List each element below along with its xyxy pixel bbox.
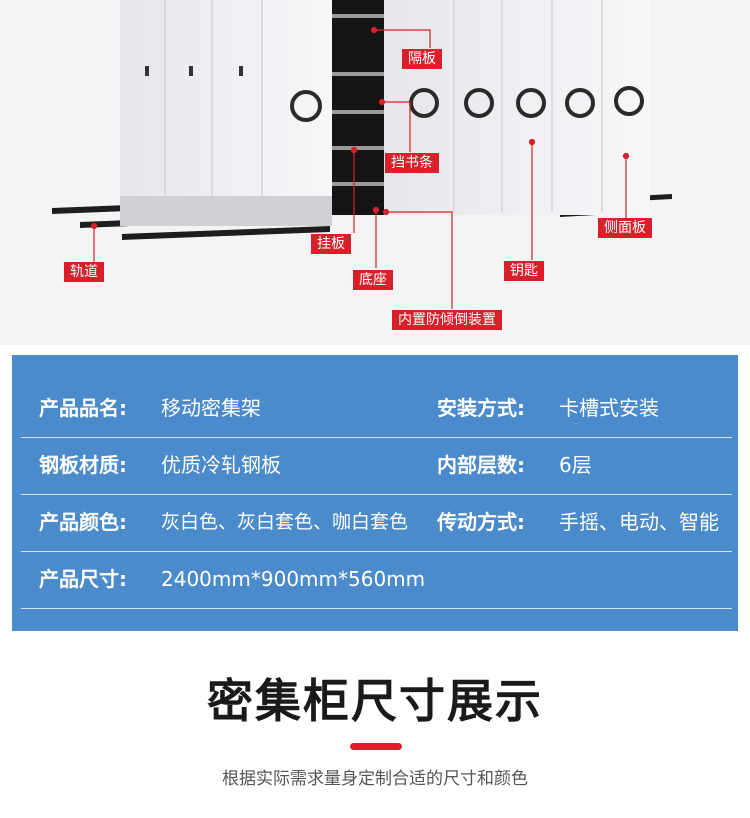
spec-table: 产品品名: 移动密集架 安装方式: 卡槽式安装 钢板材质: 优质冷轧钢板 内部层… <box>12 355 738 631</box>
spec-label-name: 产品品名: <box>39 396 127 420</box>
spec-row: 产品颜色: 灰白色、灰白套色、咖白套色 传动方式: 手摇、电动、智能 <box>21 494 732 552</box>
title-accent-bar <box>350 743 402 750</box>
mobile-shelving-drawing <box>52 0 672 309</box>
spec-label-size: 产品尺寸: <box>39 567 127 591</box>
spec-value-drive: 手摇、电动、智能 <box>559 510 719 534</box>
callout-book-stop: 挡书条 <box>385 153 439 173</box>
spec-label-color: 产品颜色: <box>39 510 127 534</box>
spec-row: 产品尺寸: 2400mm*900mm*560mm <box>21 551 732 609</box>
spec-value-layers: 6层 <box>559 453 592 477</box>
spec-value-name: 移动密集架 <box>161 396 261 420</box>
callout-base: 底座 <box>353 270 393 290</box>
callout-key: 钥匙 <box>504 261 544 281</box>
callout-side-panel: 侧面板 <box>598 218 652 238</box>
callout-hanging-plate: 挂板 <box>311 234 351 254</box>
callout-track: 轨道 <box>64 262 104 282</box>
spec-value-color: 灰白色、灰白套色、咖白套色 <box>161 511 409 533</box>
callout-shelf: 隔板 <box>402 49 442 69</box>
spec-label-drive: 传动方式: <box>437 510 525 534</box>
section-subtitle: 根据实际需求量身定制合适的尺寸和颜色 <box>222 769 528 789</box>
section-title: 密集柜尺寸展示 <box>207 674 543 728</box>
spec-row: 钢板材质: 优质冷轧钢板 内部层数: 6层 <box>21 437 732 495</box>
spec-value-material: 优质冷轧钢板 <box>161 453 281 477</box>
left-cabinet-block <box>120 0 332 226</box>
spec-value-install: 卡槽式安装 <box>559 396 659 420</box>
hand-wheels <box>290 86 644 122</box>
callout-leaders <box>90 26 630 309</box>
spec-row: 产品品名: 移动密集架 安装方式: 卡槽式安装 <box>21 380 732 438</box>
spec-label-layers: 内部层数: <box>437 453 525 477</box>
spec-label-material: 钢板材质: <box>39 453 127 477</box>
spec-value-size: 2400mm*900mm*560mm <box>161 567 426 591</box>
spec-label-install: 安装方式: <box>437 396 525 420</box>
product-illustration: 隔板 挡书条 挂板 轨道 底座 钥匙 侧面板 内置防倾倒装置 <box>0 0 750 345</box>
open-shelves <box>332 0 384 215</box>
callout-anti-tip: 内置防倾倒装置 <box>392 310 502 330</box>
